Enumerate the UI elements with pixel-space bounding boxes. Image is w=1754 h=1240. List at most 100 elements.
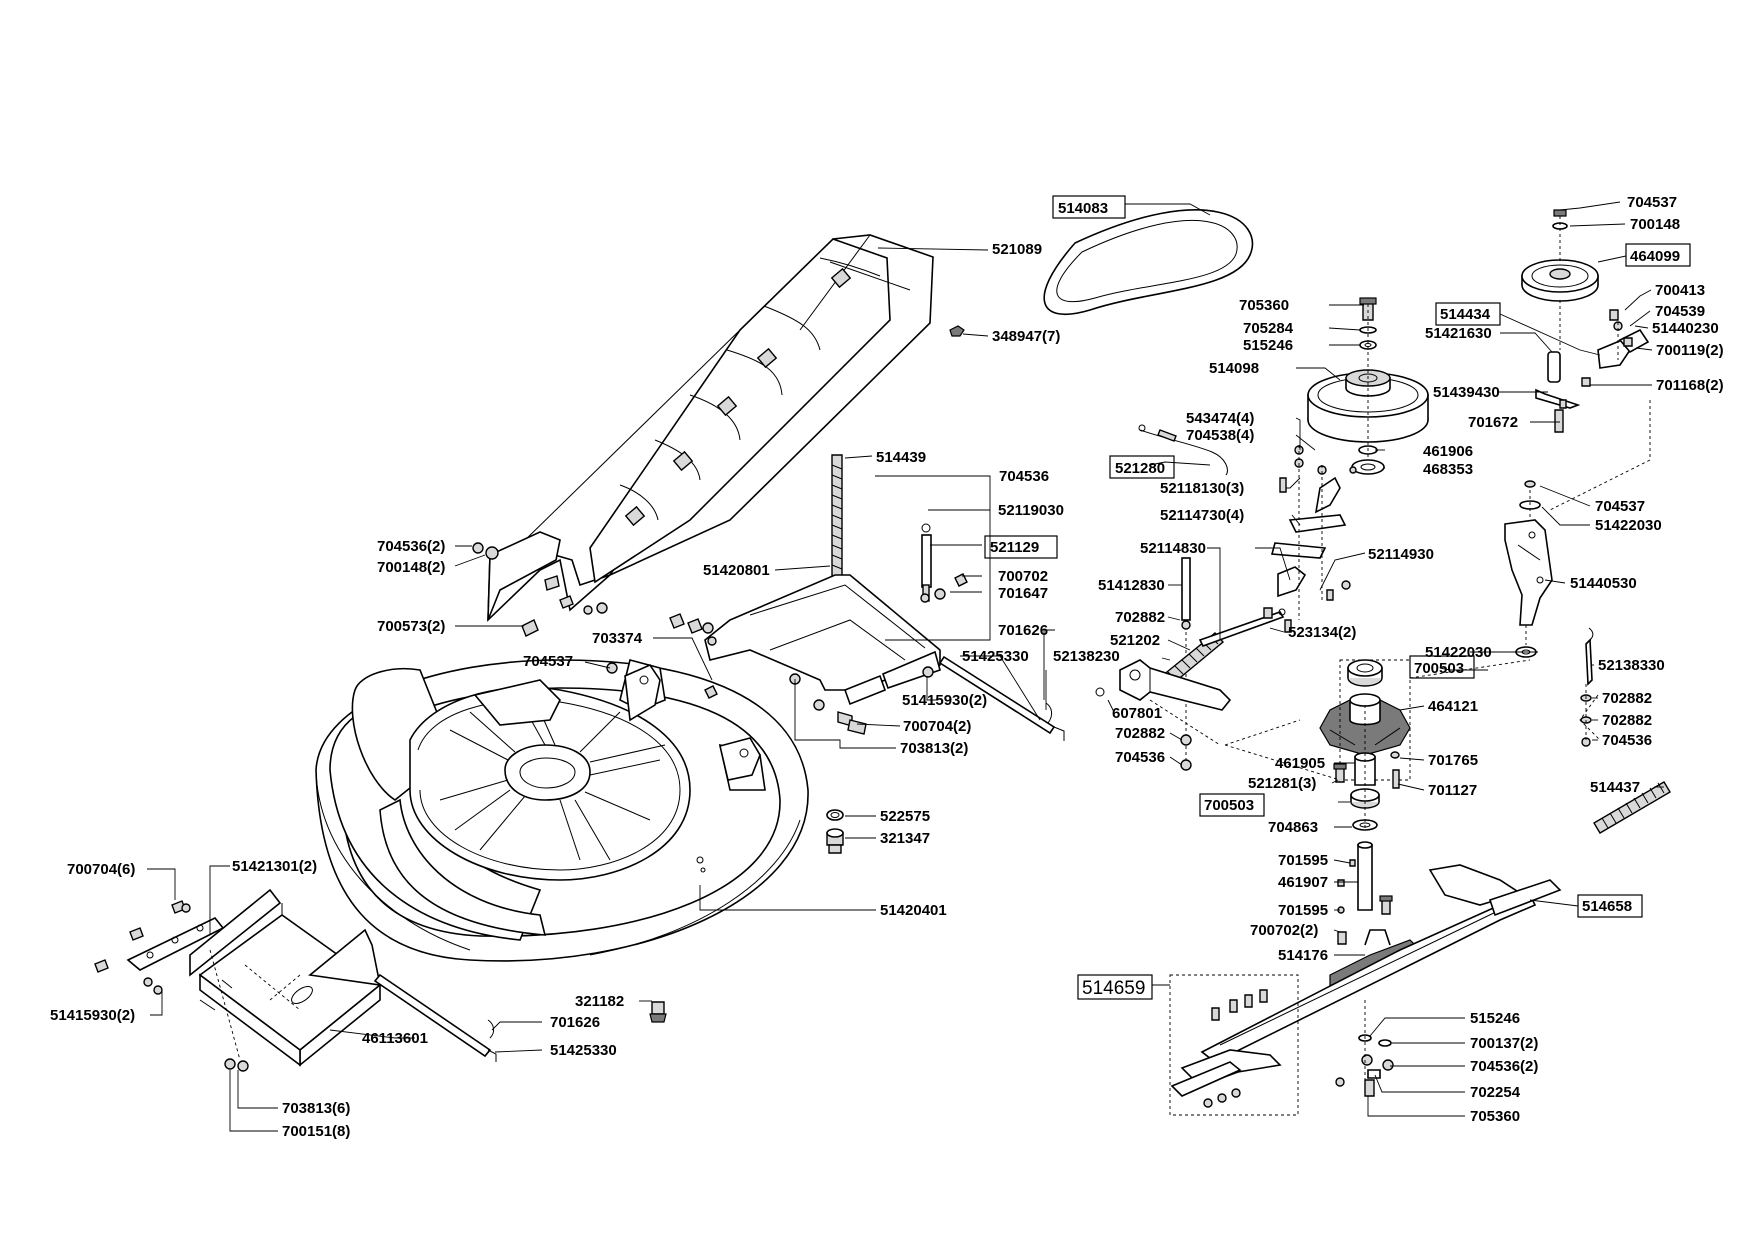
label-51422030b: 51422030 bbox=[1425, 644, 1492, 661]
label-705360b: 705360 bbox=[1470, 1108, 1520, 1125]
label-521281: 521281(3) bbox=[1248, 775, 1316, 792]
label-700503: 700503 bbox=[1414, 660, 1464, 677]
label-607801: 607801 bbox=[1112, 705, 1162, 722]
label-52114730: 52114730(4) bbox=[1160, 507, 1244, 524]
cutter-deck-part bbox=[315, 659, 809, 962]
label-704538: 704538(4) bbox=[1186, 427, 1254, 444]
drive-belt-part bbox=[1043, 209, 1254, 315]
label-46113601: 46113601 bbox=[362, 1030, 428, 1047]
label-700704-6: 700704(6) bbox=[67, 861, 135, 878]
label-702882b: 702882 bbox=[1115, 725, 1165, 742]
idler-pin-part bbox=[1580, 627, 1594, 747]
idler-pulley-part bbox=[1521, 209, 1599, 302]
label-704536c: 704536 bbox=[1602, 732, 1652, 749]
label-51420801: 51420801 bbox=[703, 562, 770, 579]
label-51421630: 51421630 bbox=[1425, 325, 1492, 342]
label-51439430: 51439430 bbox=[1433, 384, 1500, 401]
label-52138230: 52138230 bbox=[1053, 648, 1120, 665]
label-704537c: 704537 bbox=[1595, 498, 1645, 515]
label-704537: 704537 bbox=[523, 653, 573, 670]
label-52114930: 52114930 bbox=[1368, 546, 1434, 563]
label-702882d: 702882 bbox=[1602, 712, 1652, 729]
label-468353: 468353 bbox=[1423, 461, 1473, 478]
strut-part bbox=[920, 523, 968, 603]
spindle-bearings bbox=[1349, 705, 1380, 911]
label-700119: 700119(2) bbox=[1656, 342, 1724, 359]
label-704539: 704539 bbox=[1655, 303, 1705, 320]
label-703813-6: 703813(6) bbox=[282, 1100, 350, 1117]
label-51415930-2b: 51415930(2) bbox=[50, 1007, 135, 1024]
label-700137: 700137(2) bbox=[1470, 1035, 1538, 1052]
label-51415930-2: 51415930(2) bbox=[902, 692, 987, 709]
label-52138330: 52138330 bbox=[1598, 657, 1665, 674]
label-704536b: 704536 bbox=[1115, 749, 1165, 766]
label-701765: 701765 bbox=[1428, 752, 1478, 769]
label-461907: 461907 bbox=[1278, 874, 1328, 891]
label-705360: 705360 bbox=[1239, 297, 1289, 314]
label-52114830: 52114830 bbox=[1140, 540, 1206, 557]
label-52119030: 52119030 bbox=[998, 502, 1064, 519]
label-701626b: 701626 bbox=[550, 1014, 600, 1031]
label-321347: 321347 bbox=[880, 830, 930, 847]
label-514176: 514176 bbox=[1278, 947, 1328, 964]
label-704536: 704536 bbox=[999, 468, 1049, 485]
idler-arm-part bbox=[1504, 480, 1553, 658]
blade-hardware bbox=[1335, 1000, 1394, 1097]
label-704863: 704863 bbox=[1268, 819, 1318, 836]
front-bracket-part bbox=[94, 888, 382, 1072]
blade-kit bbox=[1169, 974, 1299, 1116]
label-514434: 514434 bbox=[1440, 306, 1491, 323]
pivot-rod-part bbox=[1180, 557, 1192, 771]
deck-brackets bbox=[606, 662, 761, 781]
label-514098: 514098 bbox=[1209, 360, 1259, 377]
label-514083: 514083 bbox=[1058, 200, 1108, 217]
label-543474: 543474(4) bbox=[1186, 410, 1254, 427]
cable-part bbox=[1138, 424, 1228, 476]
label-464121: 464121 bbox=[1428, 698, 1478, 715]
label-51421301-2: 51421301(2) bbox=[232, 858, 317, 875]
label-frames bbox=[984, 195, 1691, 1000]
label-700413: 700413 bbox=[1655, 282, 1705, 299]
label-702882c: 702882 bbox=[1602, 690, 1652, 707]
label-464099: 464099 bbox=[1630, 248, 1680, 265]
label-700573-2: 700573(2) bbox=[377, 618, 445, 635]
label-461905: 461905 bbox=[1275, 755, 1325, 772]
label-51425330b: 51425330 bbox=[550, 1042, 617, 1059]
pulley-hardware bbox=[1351, 297, 1385, 475]
label-348947: 348947(7) bbox=[992, 328, 1060, 345]
deck-wheel-hardware bbox=[826, 809, 844, 854]
label-701672: 701672 bbox=[1468, 414, 1518, 431]
label-701127: 701127 bbox=[1428, 782, 1477, 799]
label-51425330: 51425330 bbox=[962, 648, 1029, 665]
label-523134: 523134(2) bbox=[1288, 624, 1356, 641]
idler-linkage bbox=[1270, 445, 1357, 620]
label-700148-2: 700148(2) bbox=[377, 559, 445, 576]
label-514437: 514437 bbox=[1590, 779, 1640, 796]
tension-bracket-part bbox=[1095, 659, 1232, 746]
label-700151-8: 700151(8) bbox=[282, 1123, 350, 1140]
rod-lower-part bbox=[373, 973, 497, 1062]
spring-linkage bbox=[1161, 607, 1292, 687]
discharge-chute-part bbox=[487, 234, 965, 622]
label-702882: 702882 bbox=[1115, 609, 1165, 626]
label-702254: 702254 bbox=[1470, 1084, 1521, 1101]
label-321182: 321182 bbox=[575, 993, 624, 1010]
label-700704-2: 700704(2) bbox=[903, 718, 971, 735]
label-461906: 461906 bbox=[1423, 443, 1473, 460]
label-700702: 700702 bbox=[998, 568, 1048, 585]
blade-part bbox=[1200, 864, 1562, 1063]
label-701626: 701626 bbox=[998, 622, 1048, 639]
label-51422030: 51422030 bbox=[1595, 517, 1662, 534]
idler-bracket-part bbox=[1535, 300, 1651, 511]
label-515246b: 515246 bbox=[1470, 1010, 1520, 1027]
label-51440230: 51440230 bbox=[1652, 320, 1719, 337]
chute-hardware bbox=[472, 542, 608, 637]
part-labels: 514083 521089 348947(7) 514439 704536 52… bbox=[50, 194, 1724, 1140]
label-522575: 522575 bbox=[880, 808, 930, 825]
label-700148: 700148 bbox=[1630, 216, 1680, 233]
label-515246: 515246 bbox=[1243, 337, 1293, 354]
label-701168: 701168(2) bbox=[1656, 377, 1724, 394]
assembly-guides bbox=[1224, 659, 1601, 781]
label-700702-2: 700702(2) bbox=[1250, 922, 1318, 939]
